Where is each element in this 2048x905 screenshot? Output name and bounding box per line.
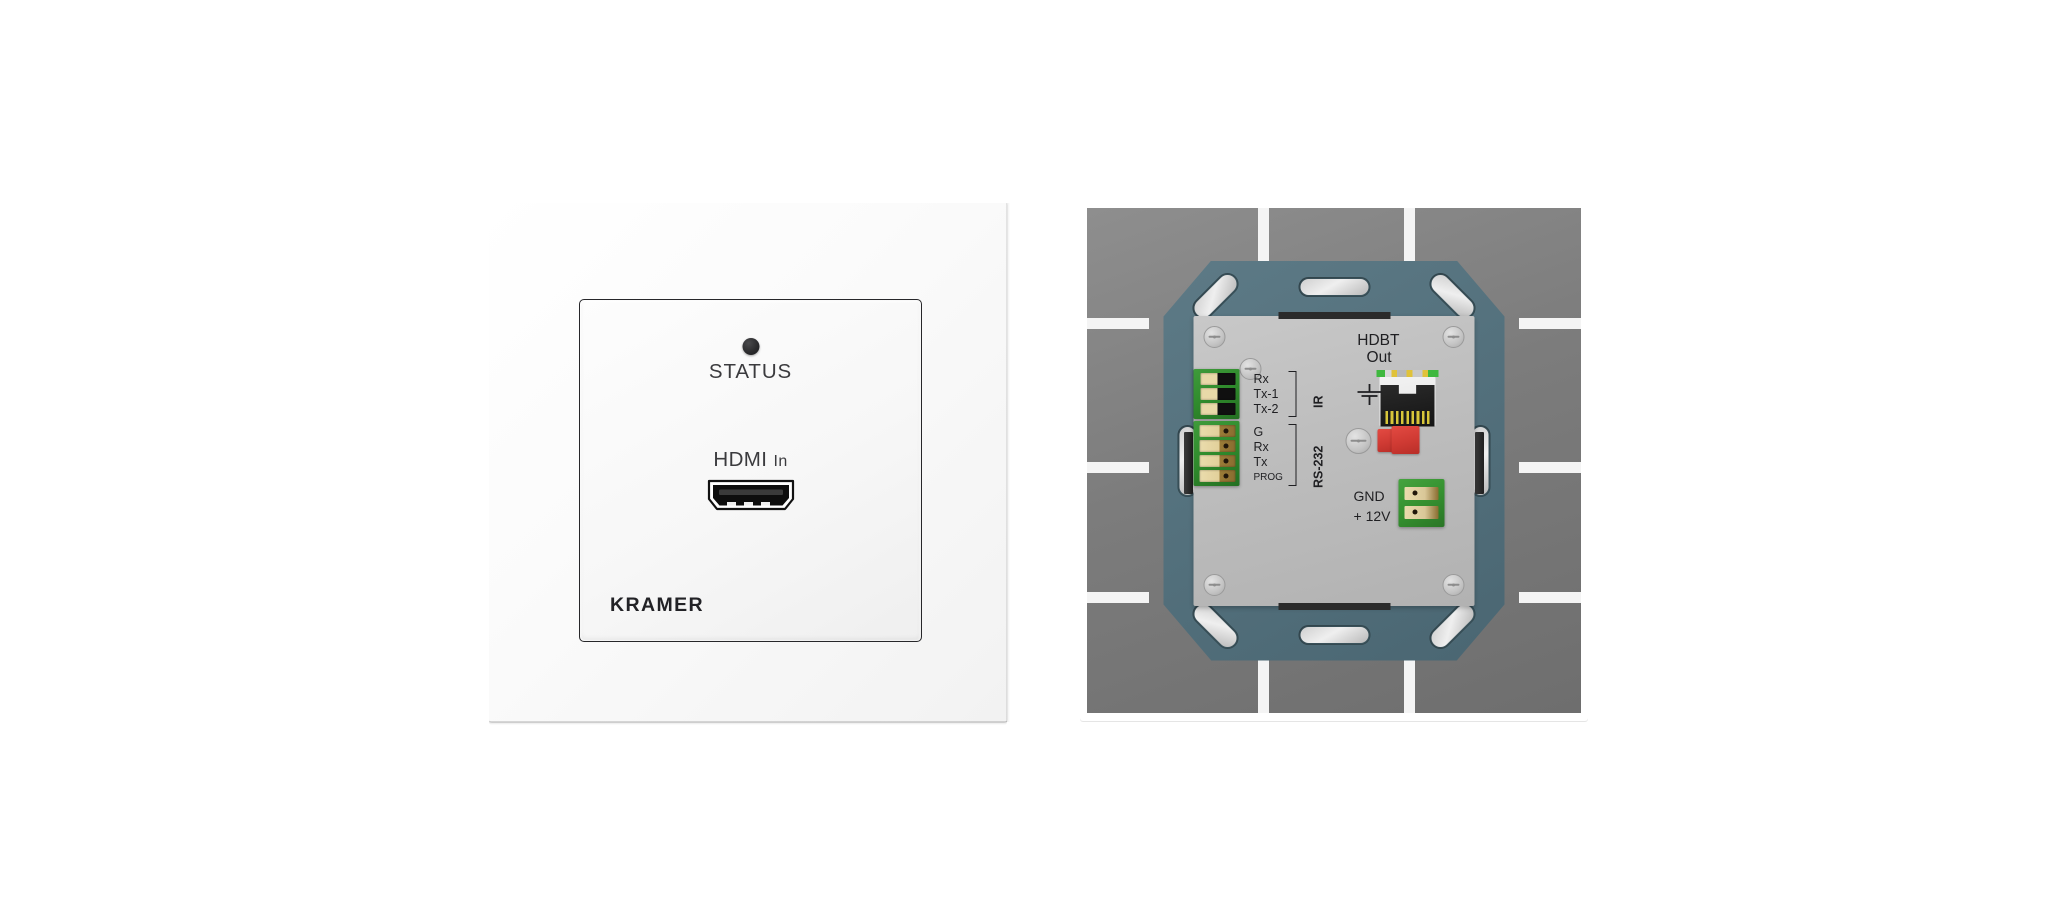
- front-inner-panel: STATUS HDMI In KRAMER: [579, 299, 922, 642]
- power-pin-12v: [1404, 505, 1439, 519]
- mounting-screw: [1442, 325, 1465, 348]
- bracket-slot: [1298, 624, 1370, 645]
- rear-rib: [1519, 318, 1581, 329]
- status-led-icon: [742, 338, 759, 355]
- rear-rib: [1519, 592, 1581, 603]
- power-terminal-block[interactable]: [1398, 478, 1445, 527]
- ir-pin-label: Tx-1: [1253, 386, 1279, 401]
- ir-pin: [1200, 372, 1236, 385]
- hdmi-port-icon: [707, 479, 794, 511]
- mounting-screw: [1203, 325, 1226, 348]
- rear-rib: [1087, 462, 1149, 473]
- rs232-pin-label: Rx: [1253, 439, 1269, 454]
- ir-pin-label: Rx: [1253, 371, 1269, 386]
- rj45-jack-opening: [1380, 384, 1435, 427]
- hdmi-label-main: HDMI: [713, 448, 768, 471]
- module-pcb: Rx Tx-1 Tx-2 G Rx Tx PROG IR RS-232 HDBT…: [1193, 311, 1475, 610]
- earth-ground-icon: [1356, 382, 1384, 408]
- rear-rib: [1087, 592, 1149, 603]
- ir-pin-label: Tx-2: [1253, 401, 1279, 416]
- mounting-screw: [1239, 357, 1262, 380]
- rs232-pin: [1199, 424, 1236, 437]
- ir-group-label: IR: [1311, 395, 1326, 408]
- rs232-group-label: RS-232: [1311, 445, 1326, 488]
- rear-rib: [1087, 318, 1149, 329]
- hdbt-rj45-connector[interactable]: [1376, 369, 1439, 427]
- rear-rib: [1519, 462, 1581, 473]
- status-label: STATUS: [708, 360, 793, 383]
- bracket-side-clip: [1184, 432, 1193, 494]
- rs232-pin-label: PROG: [1253, 471, 1283, 483]
- hdmi-input-port[interactable]: [706, 478, 796, 513]
- rj45-led-strip: [1376, 369, 1439, 377]
- pcb-tab: [1278, 311, 1390, 319]
- rs232-pin-label: G: [1253, 424, 1264, 439]
- rs232-pin: [1199, 469, 1236, 482]
- hdmi-label-suffix: In: [773, 453, 788, 470]
- rs232-pin-label: Tx: [1253, 454, 1268, 469]
- power-label-gnd: GND: [1353, 487, 1385, 504]
- rear-assembly: Rx Tx-1 Tx-2 G Rx Tx PROG IR RS-232 HDBT…: [1080, 200, 1588, 721]
- brand-logo: KRAMER: [610, 594, 704, 616]
- rs232-group-bracket: [1288, 423, 1297, 486]
- hdbt-label-line2: Out: [1366, 348, 1392, 366]
- mounting-screw: [1442, 573, 1465, 596]
- rj45-contact-pins: [1385, 410, 1430, 424]
- power-pin-gnd: [1404, 486, 1439, 500]
- pcb-tab: [1278, 602, 1390, 610]
- rs232-terminal-block[interactable]: [1193, 420, 1240, 486]
- rear-rib: [1404, 651, 1415, 713]
- power-label-12v: + 12V: [1353, 507, 1391, 524]
- front-faceplate: STATUS HDMI In KRAMER: [489, 203, 1010, 725]
- ir-pin: [1200, 402, 1236, 415]
- ir-terminal-block[interactable]: [1193, 368, 1240, 419]
- bracket-side-clip: [1475, 432, 1484, 494]
- mounting-screw: [1203, 573, 1226, 596]
- rear-rib: [1258, 651, 1269, 713]
- bracket-slot: [1298, 276, 1370, 297]
- rs232-pin: [1199, 454, 1236, 467]
- rs232-pin: [1199, 439, 1236, 452]
- red-component: [1391, 425, 1420, 454]
- hdbt-label-line1: HDBT: [1357, 331, 1400, 349]
- grounding-screw: [1345, 427, 1372, 454]
- rj45-housing: [1379, 376, 1436, 427]
- hdmi-input-label: HDMI In: [713, 448, 787, 472]
- rear-rib: [1258, 208, 1269, 270]
- rear-rib: [1404, 208, 1415, 270]
- ir-pin: [1200, 387, 1236, 400]
- ir-group-bracket: [1288, 370, 1297, 417]
